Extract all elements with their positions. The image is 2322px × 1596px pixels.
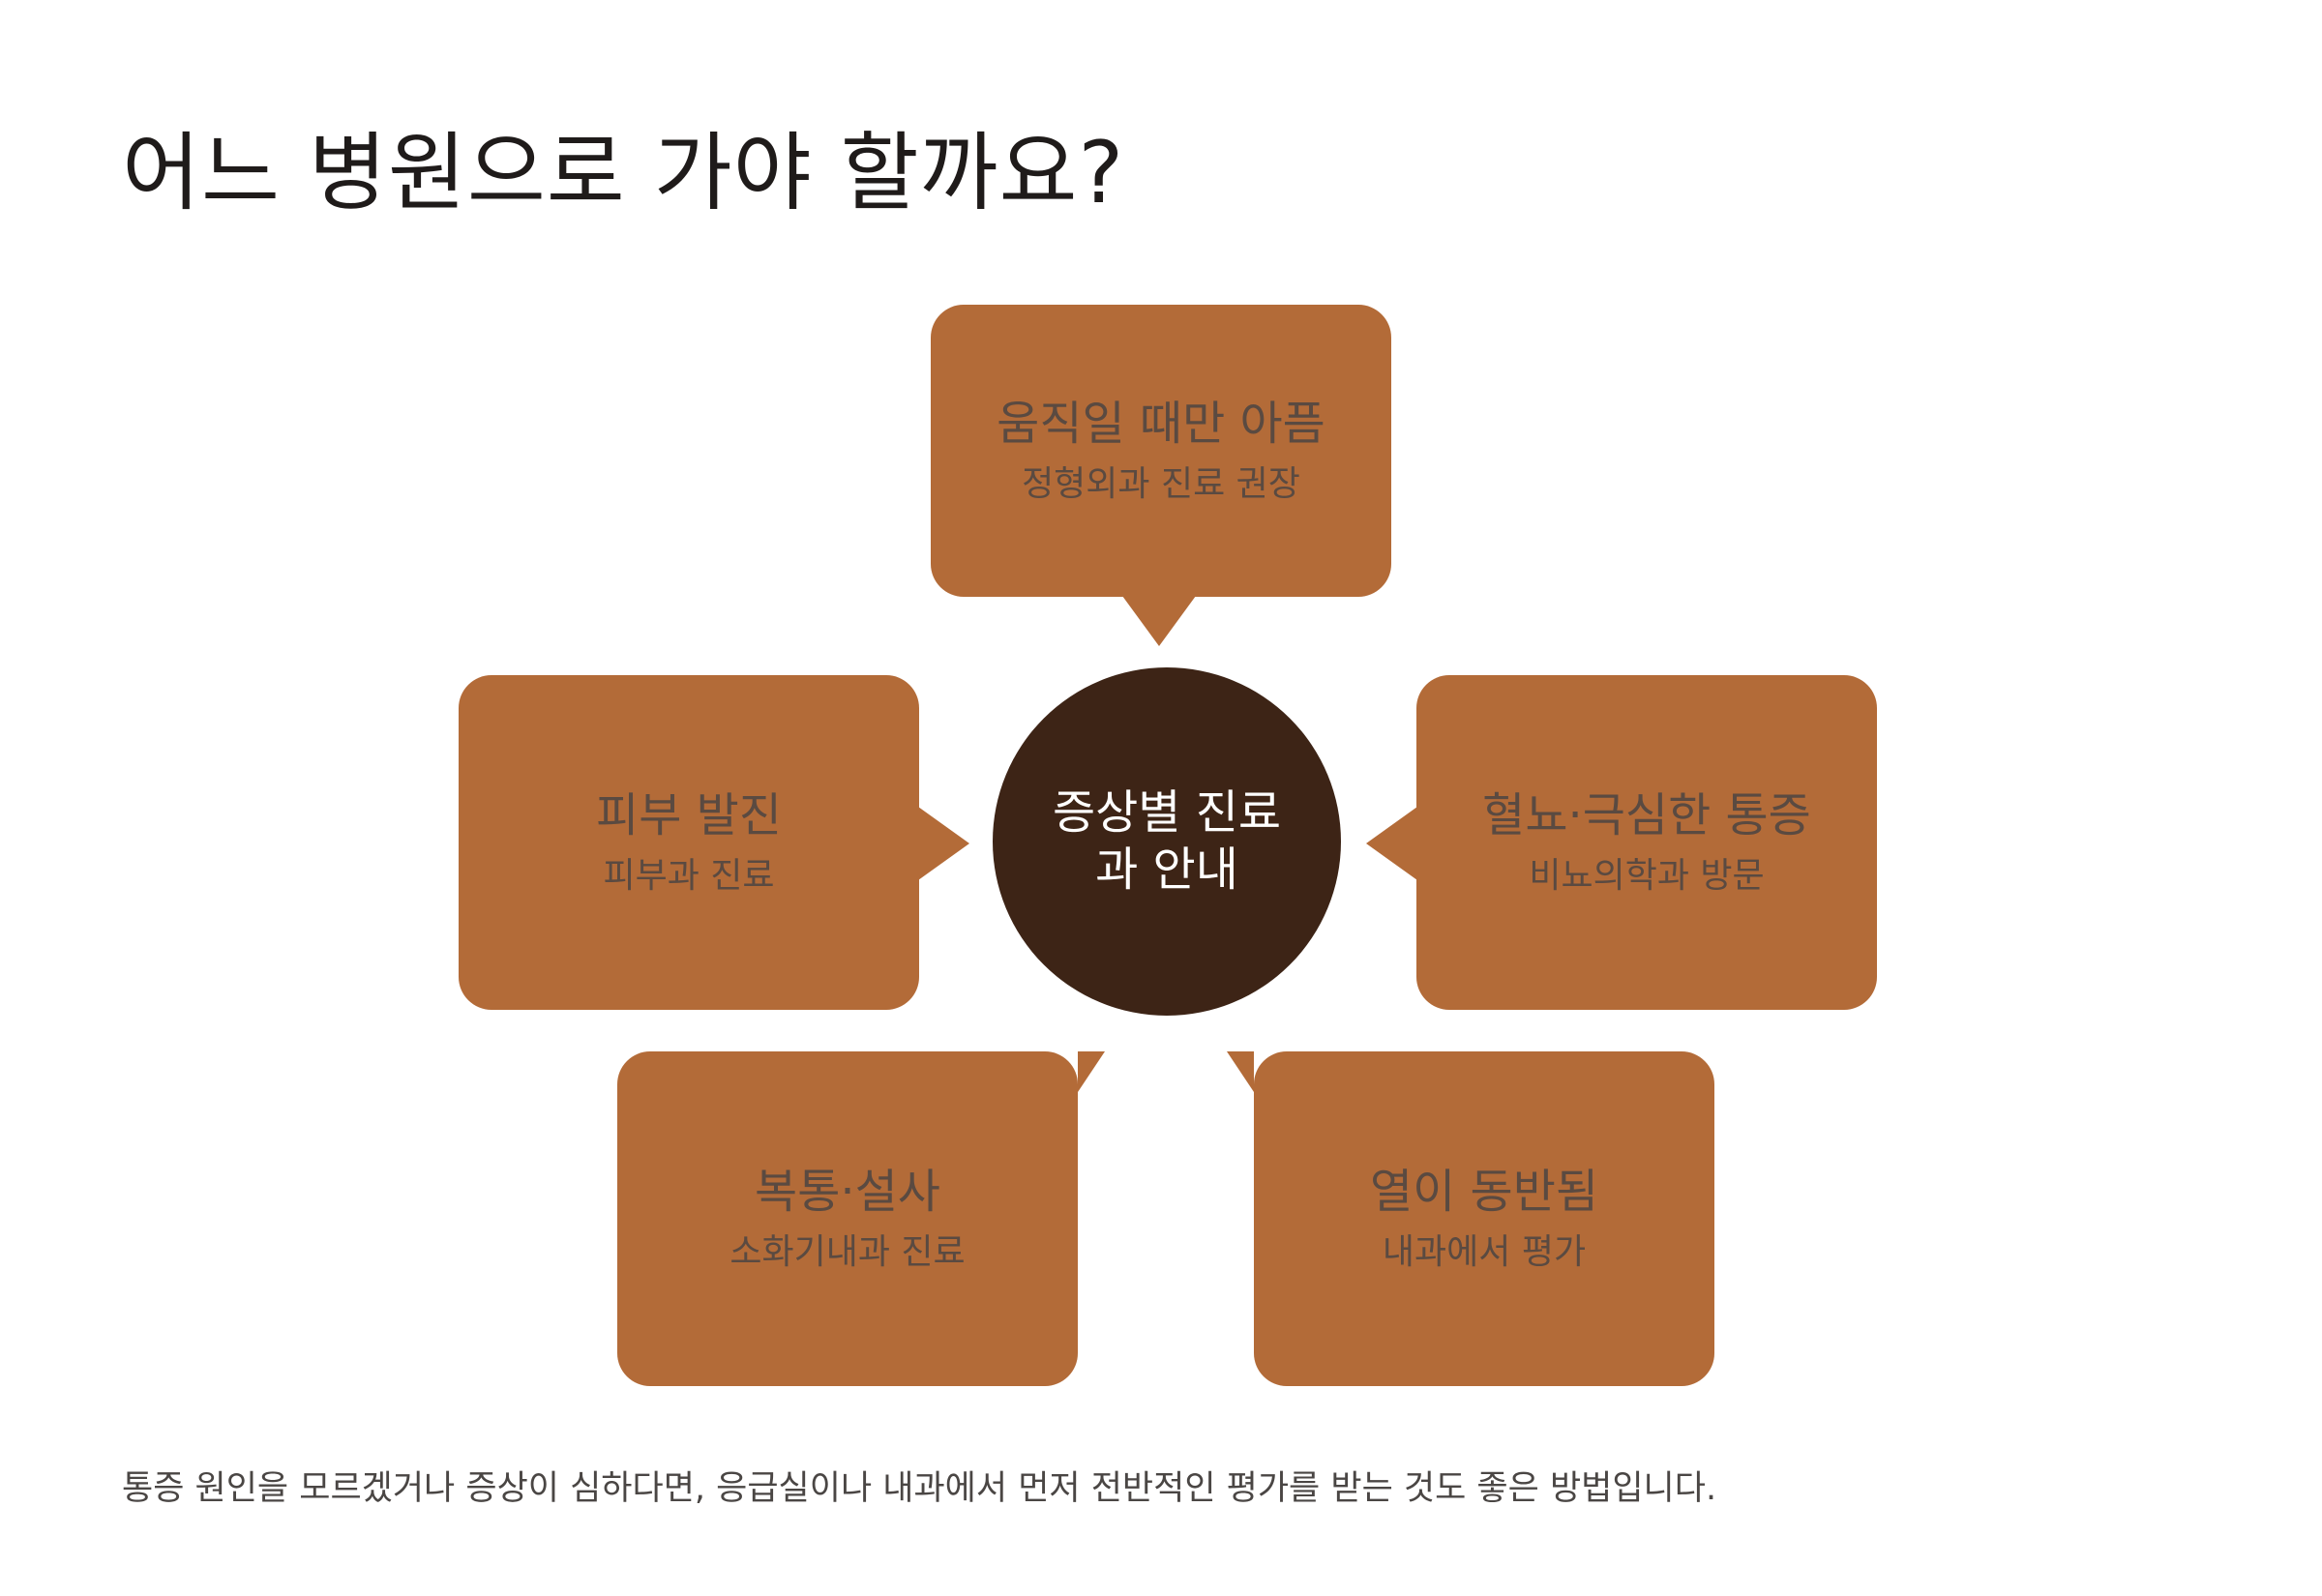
card-left-subtitle: 피부과 진료 xyxy=(603,856,775,897)
card-top: 움직일 때만 아픔 정형외과 진료 권장 xyxy=(931,305,1391,646)
center-line-2: 과 안내 xyxy=(1095,842,1238,897)
footer-note: 통증 원인을 모르겠거나 증상이 심하다면, 응급실이나 내과에서 먼저 전반적… xyxy=(122,1469,1717,1508)
card-bottom-left-subtitle: 소화기내과 진료 xyxy=(729,1232,966,1273)
page-title: 어느 병원으로 가야 할까요? xyxy=(122,123,1125,222)
center-circle: 증상별 진료 과 안내 xyxy=(993,667,1341,1016)
card-bottom-left: 복통·설사 소화기내과 진료 xyxy=(617,1051,1105,1386)
card-bottom-left-title: 복통·설사 xyxy=(755,1164,940,1219)
card-bottom-right: 열이 동반됨 내과에서 평가 xyxy=(1227,1051,1714,1386)
card-left: 피부 발진 피부과 진료 xyxy=(459,675,969,1010)
center-line-1: 증상별 진료 xyxy=(1052,785,1282,841)
card-right: 혈뇨·극심한 통증 비뇨의학과 방문 xyxy=(1366,675,1877,1010)
card-left-title: 피부 발진 xyxy=(596,787,782,842)
card-right-title: 혈뇨·극심한 통증 xyxy=(1482,787,1811,842)
card-top-title: 움직일 때만 아픔 xyxy=(997,396,1325,451)
card-top-subtitle: 정형외과 진료 권장 xyxy=(1022,464,1300,505)
card-bottom-right-subtitle: 내과에서 평가 xyxy=(1382,1232,1587,1273)
card-right-subtitle: 비뇨의학과 방문 xyxy=(1529,856,1765,897)
card-bottom-right-title: 열이 동반됨 xyxy=(1369,1164,1599,1219)
